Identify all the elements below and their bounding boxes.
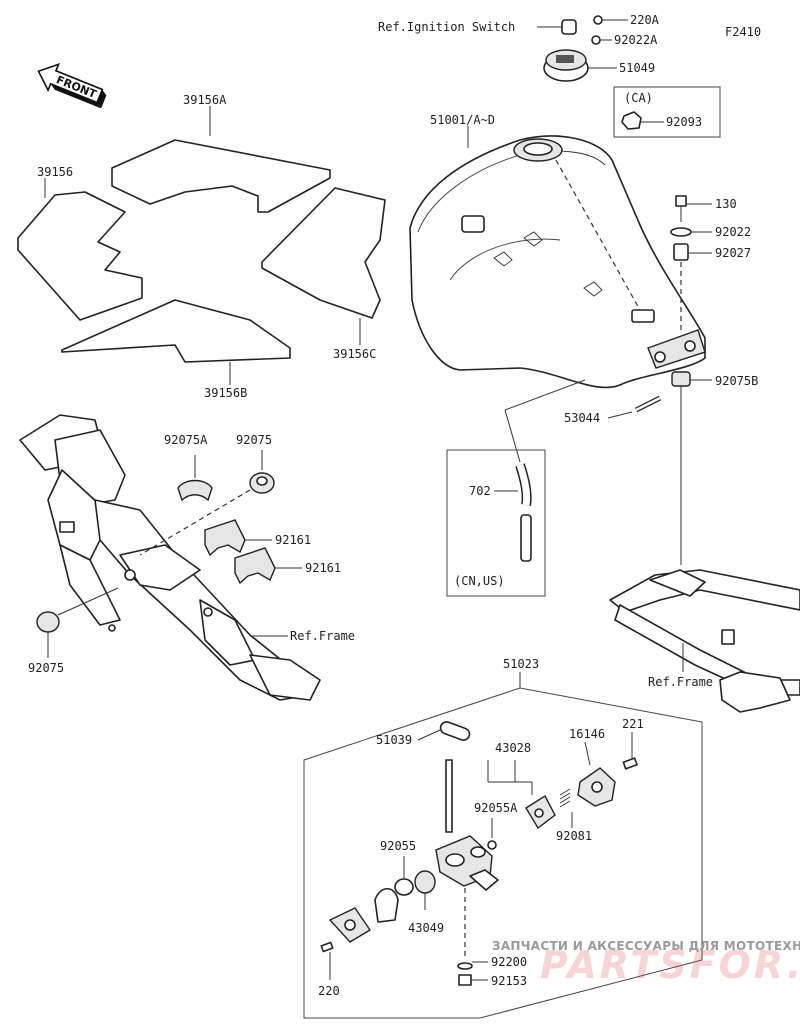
bolt-92153: 92153 <box>458 974 527 988</box>
ca-box: (CA) 92093 <box>613 86 721 138</box>
label-ca: (CA) <box>624 91 653 105</box>
label-53044: 53044 <box>564 411 600 425</box>
label-702: 702 <box>469 484 491 498</box>
fuel-cock-51023: 51023 <box>303 657 703 1019</box>
label-39156C: 39156C <box>333 347 376 361</box>
diagram-code: F2410 <box>725 25 761 39</box>
label-92075-left: 92075 <box>28 661 64 675</box>
lever-guide <box>328 887 399 943</box>
label-43049: 43049 <box>408 921 444 935</box>
watermark-brand: PARTSFOR.RU <box>540 943 800 987</box>
label-92075B: 92075B <box>715 374 758 388</box>
label-92093: 92093 <box>666 115 702 129</box>
lever-43028: 43028 <box>487 741 533 795</box>
clamp-92161-b: 92161 <box>234 547 341 585</box>
label-ref-frame-right: Ref.Frame <box>648 675 713 689</box>
watermark-tagline: ЗАПЧАСТИ И АКСЕССУАРЫ ДЛЯ МОТОТЕХНИКИ <box>492 939 800 953</box>
damper-92075B: 92075B <box>671 371 758 388</box>
screw-220: 220 <box>318 941 340 998</box>
hose-53044: 53044 <box>564 395 662 425</box>
label-220A: 220A <box>630 13 660 27</box>
label-ref-ignition-switch: Ref.Ignition Switch <box>378 20 515 34</box>
label-92075-top: 92075 <box>236 433 272 447</box>
pad-39156B: 39156B <box>61 299 291 400</box>
frame-right: Ref.Frame <box>609 569 800 713</box>
label-51039: 51039 <box>376 733 412 747</box>
label-92075A: 92075A <box>164 433 208 447</box>
label-92055: 92055 <box>380 839 416 853</box>
fuel-cap-51049: 51049 <box>543 49 655 82</box>
label-92200: 92200 <box>491 955 527 969</box>
label-92161-b: 92161 <box>305 561 341 575</box>
knob-43049: 43049 <box>408 870 444 935</box>
pad-39156C: 39156C <box>261 187 386 361</box>
rubber-92075A: 92075A <box>164 433 213 502</box>
pad-39156A: 39156A <box>111 93 331 213</box>
washer-92200: 92200 <box>457 955 527 970</box>
label-39156B: 39156B <box>204 386 247 400</box>
label-51049: 51049 <box>619 61 655 75</box>
label-221: 221 <box>622 717 644 731</box>
label-92027: 92027 <box>715 246 751 260</box>
label-51001: 51001/A~D <box>430 113 495 127</box>
spring-92081: 92081 <box>556 788 592 843</box>
pad-39156: 39156 <box>17 165 143 321</box>
label-39156A: 39156A <box>183 93 227 107</box>
ref-ignition-switch: Ref.Ignition Switch <box>378 19 577 35</box>
gasket-51039: 51039 <box>376 721 471 747</box>
label-130: 130 <box>715 197 737 211</box>
label-220: 220 <box>318 984 340 998</box>
label-92022A: 92022A <box>614 33 658 47</box>
label-16146: 16146 <box>569 727 605 741</box>
washer-92022: 92022 <box>670 225 751 239</box>
rubber-92075-top: 92075 <box>236 433 275 494</box>
cn-us-box: 702 (CN,US) <box>446 449 546 597</box>
valve-body <box>435 759 499 960</box>
clamp-92161-a: 92161 <box>204 519 311 557</box>
label-92081: 92081 <box>556 829 592 843</box>
rubber-92075-left: 92075 <box>28 587 119 675</box>
part-92022A: 92022A <box>591 33 658 47</box>
bolt-130: 130 <box>675 195 737 222</box>
label-92022: 92022 <box>715 225 751 239</box>
fuel-tank-51001: 51001/A~D <box>409 113 706 389</box>
frame-left <box>19 414 321 701</box>
collar-92027: 92027 <box>673 243 751 261</box>
front-arrow-icon: FRONT <box>37 62 107 109</box>
plate-16146: 16146 <box>569 727 616 807</box>
diaphragm-92055A: 92055A <box>474 795 556 850</box>
part-220A: 220A <box>593 13 660 27</box>
label-92161-a: 92161 <box>275 533 311 547</box>
o-ring-92055: 92055 <box>380 839 416 896</box>
label-51023: 51023 <box>503 657 539 671</box>
label-92153: 92153 <box>491 974 527 988</box>
label-39156: 39156 <box>37 165 73 179</box>
screw-221: 221 <box>622 717 644 770</box>
label-43028: 43028 <box>495 741 531 755</box>
label-cn-us: (CN,US) <box>454 574 505 588</box>
label-ref-frame-left: Ref.Frame <box>290 629 355 643</box>
label-92055A: 92055A <box>474 801 518 815</box>
